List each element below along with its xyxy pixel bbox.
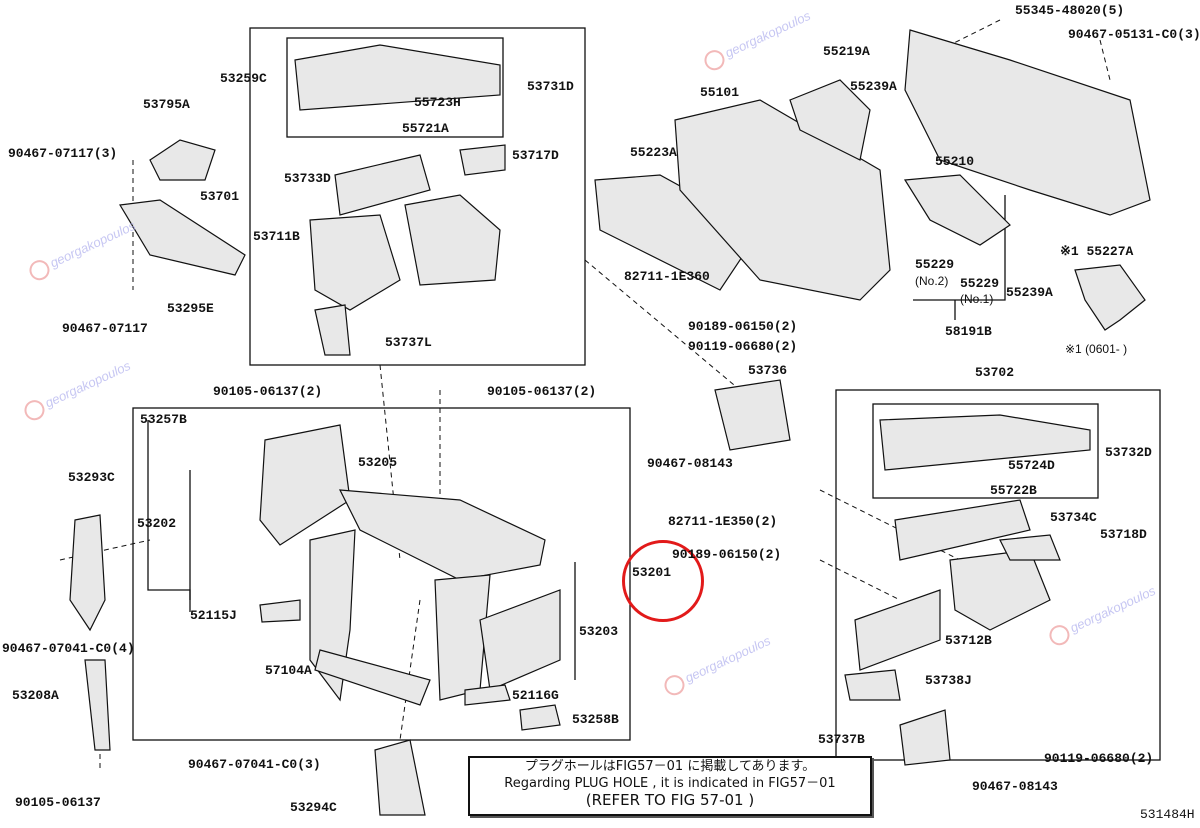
part-label[interactable]: 55724D (1008, 458, 1055, 473)
plug-hole-note: プラグホールはFIG57－01 に掲載してあります。 Regarding PLU… (468, 756, 872, 816)
part-label[interactable]: 53733D (284, 171, 331, 186)
part-label[interactable]: 90467-07041-C0(3) (188, 757, 321, 772)
part-label[interactable]: 57104A (265, 663, 312, 678)
part-label[interactable]: 53258B (572, 712, 619, 727)
part-label[interactable]: 52115J (190, 608, 237, 623)
part-label[interactable]: 53737L (385, 335, 432, 350)
part-label[interactable]: 53738J (925, 673, 972, 688)
group-box-53701 (249, 27, 586, 366)
part-label[interactable]: 55219A (823, 44, 870, 59)
part-label[interactable]: 90119-06680(2) (688, 339, 798, 354)
part-label[interactable]: 53294C (290, 800, 337, 815)
part-label[interactable]: 55101 (700, 85, 740, 100)
part-sublabel: (No.2) (915, 274, 949, 288)
part-label[interactable]: 55721A (402, 121, 449, 136)
part-label[interactable]: 53736 (748, 363, 788, 378)
part-label[interactable]: 53731D (527, 79, 574, 94)
part-label[interactable]: 90467-07041-C0(4) (2, 641, 135, 656)
part-label[interactable]: 55229 (915, 257, 955, 272)
part-label[interactable]: 53734C (1050, 510, 1097, 525)
part-label[interactable]: 53202 (137, 516, 177, 531)
part-label[interactable]: 90105-06137(2) (487, 384, 597, 399)
part-label[interactable]: 53795A (143, 97, 190, 112)
note-line-english: Regarding PLUG HOLE , it is indicated in… (504, 776, 836, 791)
diagram-id: 531484H (1140, 807, 1195, 822)
part-label[interactable]: 53718D (1100, 527, 1147, 542)
group-box-53702 (835, 389, 1161, 761)
part-label[interactable]: 53717D (512, 148, 559, 163)
part-label[interactable]: 53701 (200, 189, 240, 204)
part-label[interactable]: 53203 (579, 624, 619, 639)
part-label[interactable]: 53205 (358, 455, 398, 470)
part-label[interactable]: 82711-1E350(2) (668, 514, 778, 529)
part-label[interactable]: 90467-07117(3) (8, 146, 118, 161)
part-label[interactable]: 55723H (414, 95, 461, 110)
group-box-53732d (872, 403, 1099, 499)
part-label[interactable]: 90105-06137(2) (213, 384, 323, 399)
part-label[interactable]: 55229 (960, 276, 1000, 291)
part-label[interactable]: 53293C (68, 470, 115, 485)
part-label[interactable]: 55210 (935, 154, 975, 169)
part-label[interactable]: 90467-07117 (62, 321, 148, 336)
part-label[interactable]: 58191B (945, 324, 992, 339)
group-box-53731d (286, 37, 504, 138)
part-label[interactable]: 55722B (990, 483, 1037, 498)
part-label[interactable]: 53711B (253, 229, 300, 244)
part-label[interactable]: 90189-06150(2) (672, 547, 782, 562)
part-label[interactable]: 53295E (167, 301, 214, 316)
part-label[interactable]: ※1 55227A (1060, 244, 1134, 259)
part-label[interactable]: 90467-08143 (972, 779, 1058, 794)
part-sublabel: (No.1) (960, 292, 994, 306)
part-label[interactable]: 55345-48020(5) (1015, 3, 1125, 18)
part-label[interactable]: 53712B (945, 633, 992, 648)
note-line-japanese: プラグホールはFIG57－01 に掲載してあります。 (524, 759, 816, 774)
part-label[interactable]: 90467-08143 (647, 456, 733, 471)
part-label[interactable]: 53702 (975, 365, 1015, 380)
part-label[interactable]: 90467-05131-C0(3) (1068, 27, 1200, 42)
part-label[interactable]: 90189-06150(2) (688, 319, 798, 334)
part-label[interactable]: 53259C (220, 71, 267, 86)
part-label[interactable]: 53257B (140, 412, 187, 427)
part-label[interactable]: 52116G (512, 688, 559, 703)
part-label-highlighted[interactable]: 53201 (632, 565, 672, 580)
part-label[interactable]: 90105-06137 (15, 795, 101, 810)
footnote-label: ※1 (0601- ) (1065, 342, 1128, 356)
note-line-reference: (REFER TO FIG 57-01 ) (585, 791, 755, 809)
highlight-circle-53201 (622, 540, 704, 622)
part-label[interactable]: 53732D (1105, 445, 1152, 460)
part-label[interactable]: 53737B (818, 732, 865, 747)
part-label[interactable]: 55223A (630, 145, 677, 160)
part-label[interactable]: 55239A (1006, 285, 1053, 300)
part-label[interactable]: 55239A (850, 79, 897, 94)
part-label[interactable]: 90119-06680(2) (1044, 751, 1154, 766)
part-label[interactable]: 82711-1E360 (624, 269, 710, 284)
part-label[interactable]: 53208A (12, 688, 59, 703)
